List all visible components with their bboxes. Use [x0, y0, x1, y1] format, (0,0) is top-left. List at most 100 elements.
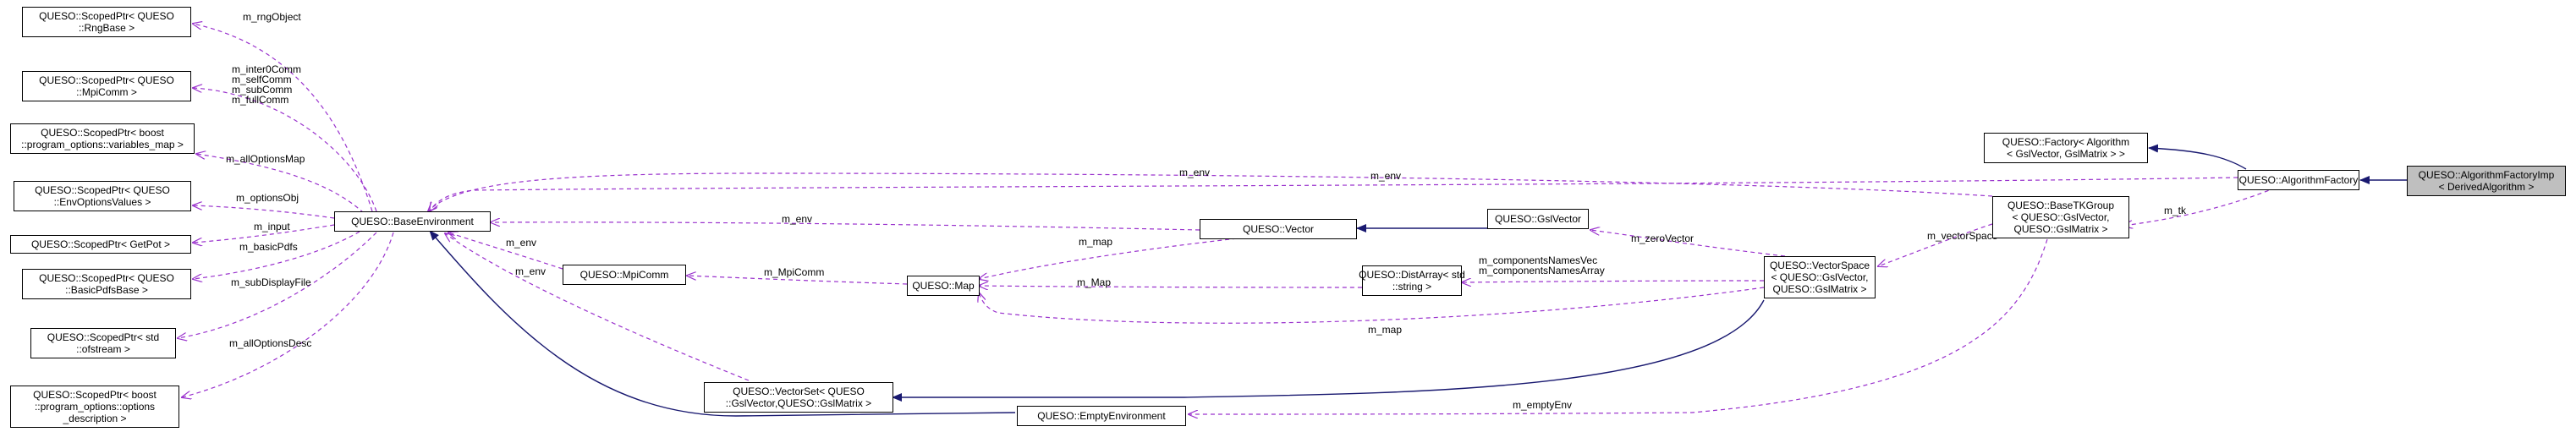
node-scopedptr-rngbase[interactable]: QUESO::ScopedPtr< QUESO::RngBase >	[22, 7, 191, 37]
node-label: QUESO::ScopedPtr< std	[47, 331, 160, 343]
node-label: ::program_options::options	[34, 401, 156, 413]
usage-edge-getpot	[193, 224, 335, 243]
edge-label-env-vectorset: m_env	[515, 265, 546, 277]
node-label: QUESO::ScopedPtr< QUESO	[39, 74, 174, 86]
edge-label-mpicomm-map: m_MpiComm	[764, 266, 824, 278]
usage-edge-rng	[193, 24, 373, 212]
node-label: ::RngBase >	[78, 22, 135, 34]
edge-label-map-vector: m_map	[1079, 236, 1112, 248]
node-basetkgroup[interactable]: QUESO::BaseTKGroup< QUESO::GslVector,QUE…	[1992, 196, 2129, 238]
edge-label-emptyenv-tkgroup: m_emptyEnv	[1513, 399, 1572, 411]
edge-label-env-algfactory: m_env	[1370, 170, 1401, 182]
node-label: ::EnvOptionsValues >	[53, 196, 151, 208]
node-label: QUESO::ScopedPtr< GetPot >	[30, 238, 171, 250]
edge-label-ofstream: m_subDisplayFile	[231, 276, 311, 288]
usage-edge-mpicommsp	[193, 88, 377, 212]
edge-label-map-vspace: m_map	[1368, 324, 1402, 336]
edge-label-mpicommsp-0: m_inter0Comm	[232, 63, 301, 75]
usage-edge-env-vectorset	[445, 233, 750, 381]
edge-label-optdesc: m_allOptionsDesc	[229, 337, 311, 349]
node-label: ::MpiComm >	[76, 86, 137, 98]
edge-label-getpot: m_input	[254, 221, 290, 232]
node-scopedptr-getpot[interactable]: QUESO::ScopedPtr< GetPot >	[10, 235, 191, 254]
node-label: ::GslVector,QUESO::GslMatrix >	[725, 397, 872, 409]
node-algorithmfactory[interactable]: QUESO::AlgorithmFactory	[2238, 170, 2359, 190]
inherit-edge-algfactory-factory	[2148, 144, 2247, 170]
edge-label-distarray-vspace-1: m_componentsNamesArray	[1479, 265, 1605, 276]
usage-edge-env-vector	[491, 222, 1200, 231]
edge-label-mpicommsp-2: m_subComm	[232, 84, 292, 96]
edge-label-tkgroup-algfactory: m_tk	[2164, 205, 2187, 216]
usage-edge-gslvector-vspace	[1590, 230, 1786, 257]
edge-label-mpicommsp-3: m_fullComm	[232, 94, 288, 106]
node-label: QUESO::ScopedPtr< QUESO	[39, 272, 174, 284]
edge-label-mpicommsp-1: m_selfComm	[232, 74, 292, 85]
usage-edge-vspace-tkgroup	[1878, 223, 1993, 266]
node-label: QUESO::Vector	[1242, 223, 1315, 235]
node-scopedptr-basicpdfsbase[interactable]: QUESO::ScopedPtr< QUESO::BasicPdfsBase >	[22, 269, 191, 299]
node-label: QUESO::BaseTKGroup	[2007, 200, 2115, 211]
node-scopedptr-variables-map[interactable]: QUESO::ScopedPtr< boost::program_options…	[10, 123, 195, 154]
node-label: ::string >	[1392, 281, 1432, 293]
node-label: ::ofstream >	[76, 343, 130, 355]
usage-edge-env-mpicomm	[448, 232, 563, 270]
node-label: QUESO::ScopedPtr< QUESO	[39, 10, 174, 22]
node-distarray[interactable]: QUESO::DistArray< std::string >	[1359, 265, 1465, 296]
node-label: QUESO::Map	[912, 280, 975, 292]
usage-edge-optdesc	[182, 232, 394, 397]
node-label: QUESO::VectorSpace	[1769, 260, 1870, 271]
node-label: QUESO::AlgorithmFactoryImp	[2418, 169, 2555, 181]
node-baseenvironment[interactable]: QUESO::BaseEnvironment	[334, 211, 491, 232]
usage-edge-pdfs	[193, 231, 360, 279]
node-scopedptr-options-description[interactable]: QUESO::ScopedPtr< boost::program_options…	[10, 386, 179, 428]
node-label: QUESO::VectorSet< QUESO	[733, 386, 865, 397]
edge-label-env-tkgroup: m_env	[1179, 167, 1210, 178]
usage-edge-map-distarray	[979, 286, 1363, 287]
node-scopedptr-envoptionsvalues[interactable]: QUESO::ScopedPtr< QUESO::EnvOptionsValue…	[14, 181, 191, 211]
usage-edge-distarray-vspace	[1462, 281, 1765, 282]
node-label: QUESO::ScopedPtr< boost	[41, 127, 164, 139]
node-label: < GslVector, GslMatrix > >	[2007, 148, 2125, 160]
edge-label-gslvector-vspace: m_zeroVector	[1631, 232, 1694, 244]
usage-edge-envopt	[193, 205, 335, 219]
node-map[interactable]: QUESO::Map	[907, 276, 980, 296]
node-label: QUESO::EmptyEnvironment	[1037, 410, 1166, 422]
edge-label-env-vector: m_env	[782, 213, 812, 225]
node-label: QUESO::GslMatrix >	[1772, 283, 1867, 295]
node-scopedptr-ofstream[interactable]: QUESO::ScopedPtr< std::ofstream >	[30, 328, 176, 358]
usage-edge-map-vector	[979, 236, 1253, 279]
node-label: QUESO::ScopedPtr< QUESO	[35, 184, 170, 196]
node-label: QUESO::MpiComm	[579, 269, 669, 281]
usage-edge-env-tkgroup	[428, 172, 1993, 211]
node-label: QUESO::Factory< Algorithm	[2002, 136, 2130, 148]
node-factory[interactable]: QUESO::Factory< Algorithm< GslVector, Gs…	[1984, 133, 2148, 163]
node-label: QUESO::GslVector	[1494, 213, 1582, 225]
edge-label-rng: m_rngObject	[243, 11, 301, 23]
node-label: < QUESO::GslVector,	[1771, 271, 1869, 283]
usage-edge-tkgroup-algfactory	[2123, 187, 2277, 226]
node-mpicomm[interactable]: QUESO::MpiComm	[563, 265, 686, 285]
node-emptyenvironment[interactable]: QUESO::EmptyEnvironment	[1017, 406, 1186, 426]
node-scopedptr-mpicomm[interactable]: QUESO::ScopedPtr< QUESO::MpiComm >	[22, 71, 191, 101]
node-label: _description >	[63, 413, 127, 424]
node-vectorset[interactable]: QUESO::VectorSet< QUESO::GslVector,QUESO…	[704, 382, 893, 413]
usage-edge-mpicomm-map	[687, 276, 908, 285]
node-algorithmfactoryimp[interactable]: QUESO::AlgorithmFactoryImp< DerivedAlgor…	[2407, 166, 2566, 196]
node-gslvector[interactable]: QUESO::GslVector	[1487, 209, 1589, 229]
edge-label-vmap: m_allOptionsMap	[226, 153, 305, 165]
node-label: QUESO::DistArray< std	[1359, 269, 1465, 281]
node-vector[interactable]: QUESO::Vector	[1200, 219, 1357, 239]
edge-label-envopt: m_optionsObj	[236, 192, 299, 204]
inherit-edge-vspace-vectorset	[892, 299, 1765, 402]
node-label: QUESO::GslMatrix >	[2013, 223, 2108, 235]
node-label: ::BasicPdfsBase >	[65, 284, 148, 296]
edge-label-pdfs: m_basicPdfs	[239, 241, 298, 253]
node-label: QUESO::AlgorithmFactory	[2238, 174, 2359, 186]
node-vectorspace[interactable]: QUESO::VectorSpace< QUESO::GslVector,QUE…	[1764, 256, 1876, 298]
edge-label-distarray-vspace-0: m_componentsNamesVec	[1479, 254, 1597, 266]
usage-edge-map-vspace	[979, 287, 1765, 324]
node-label: ::program_options::variables_map >	[21, 139, 184, 150]
usage-edge-vmap	[196, 154, 365, 214]
